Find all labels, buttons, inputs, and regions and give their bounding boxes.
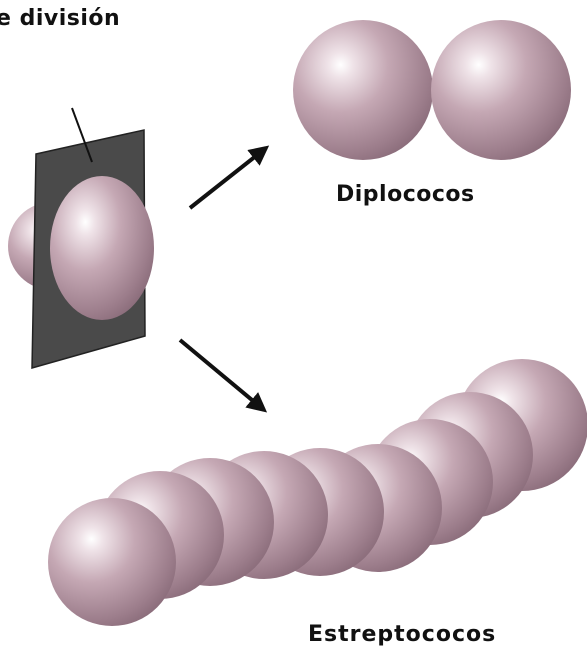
strepto-sphere-1 <box>48 498 176 626</box>
diplococcus-sphere-1 <box>293 20 433 160</box>
streptococcus-label: Estreptococos <box>308 622 496 647</box>
diplococcus-label: Diplococos <box>336 182 475 207</box>
arrow-to-streptococcus <box>180 340 264 410</box>
diplococcus-sphere-2 <box>431 20 571 160</box>
dividing-sphere-front <box>50 176 154 320</box>
dividing-cell <box>8 108 154 368</box>
arrow-to-diplococcus <box>190 148 266 208</box>
diplococcus <box>293 20 571 160</box>
streptococcus-chain <box>48 359 587 626</box>
